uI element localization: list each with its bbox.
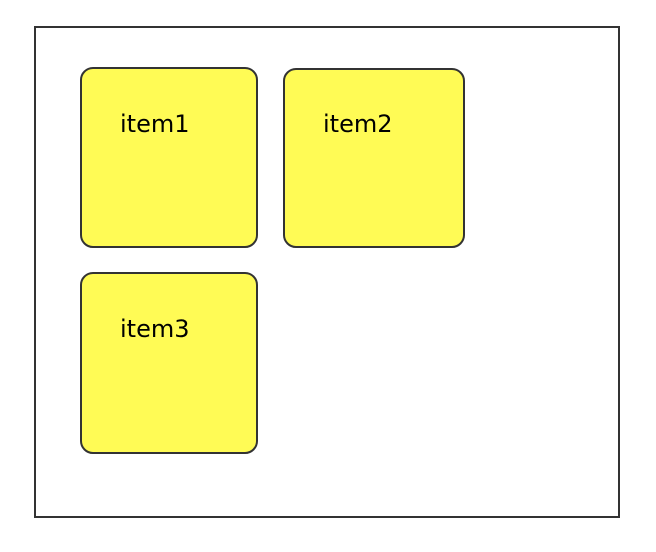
flex-container: item1 item2 item3 xyxy=(34,26,620,518)
flex-item-3-label: item3 xyxy=(120,315,190,343)
flex-item-3[interactable]: item3 xyxy=(80,272,258,454)
flex-item-2[interactable]: item2 xyxy=(283,68,465,248)
flex-item-2-label: item2 xyxy=(323,110,393,138)
flex-item-1-label: item1 xyxy=(120,110,190,138)
flex-item-1[interactable]: item1 xyxy=(80,67,258,248)
